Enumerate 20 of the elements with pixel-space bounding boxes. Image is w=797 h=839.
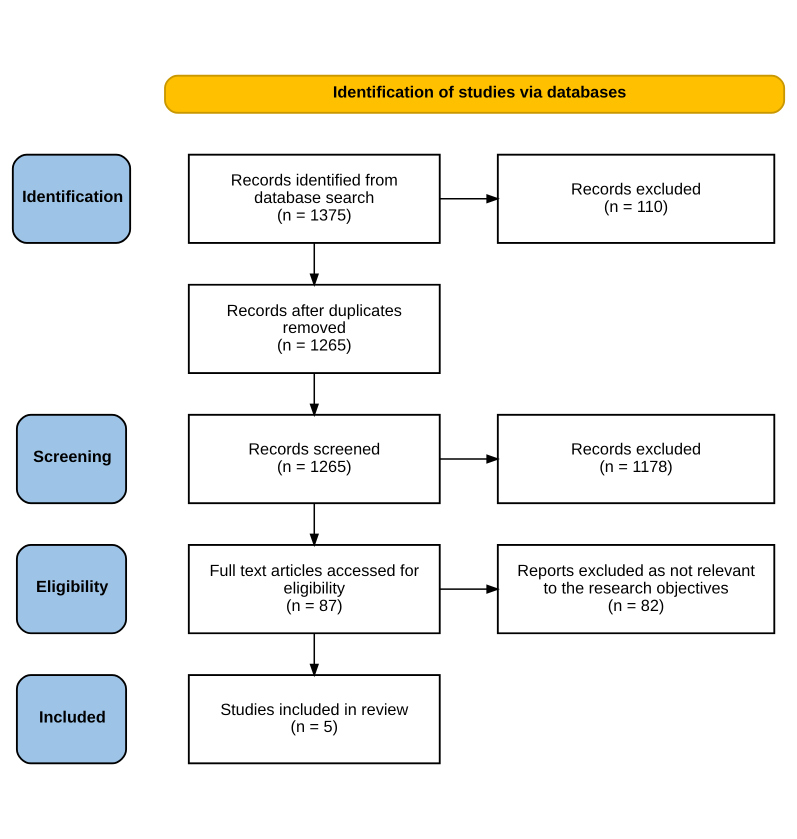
node-box: Records screened (n = 1265) xyxy=(188,414,441,504)
node-box: Records after duplicates removed (n = 1265) xyxy=(188,284,441,374)
arrow xyxy=(310,503,319,548)
node-box: Studies included in review (n = 5) xyxy=(188,674,441,764)
node-box: Identification xyxy=(12,154,132,244)
node-box: Eligibility xyxy=(16,544,128,634)
arrow xyxy=(310,373,319,418)
node-box: Identification of studies via databases xyxy=(164,74,786,114)
arrow xyxy=(440,194,500,204)
arrow xyxy=(440,584,500,594)
node-box: Full text articles accessed for eligibility (n = 87) xyxy=(188,544,441,634)
node-box: Records excluded (n = 110) xyxy=(496,154,776,244)
node-box: Included xyxy=(16,674,128,764)
arrow xyxy=(310,634,319,678)
node-box: Records identified from database search (n = 1375) xyxy=(188,154,441,244)
node-box: Records excluded (n = 1178) xyxy=(496,414,776,504)
arrow xyxy=(310,243,319,287)
node-box: Reports excluded as not relevant to the research objectives (n = 82) xyxy=(496,544,776,634)
node-box: Screening xyxy=(16,414,128,504)
arrow xyxy=(440,454,500,464)
